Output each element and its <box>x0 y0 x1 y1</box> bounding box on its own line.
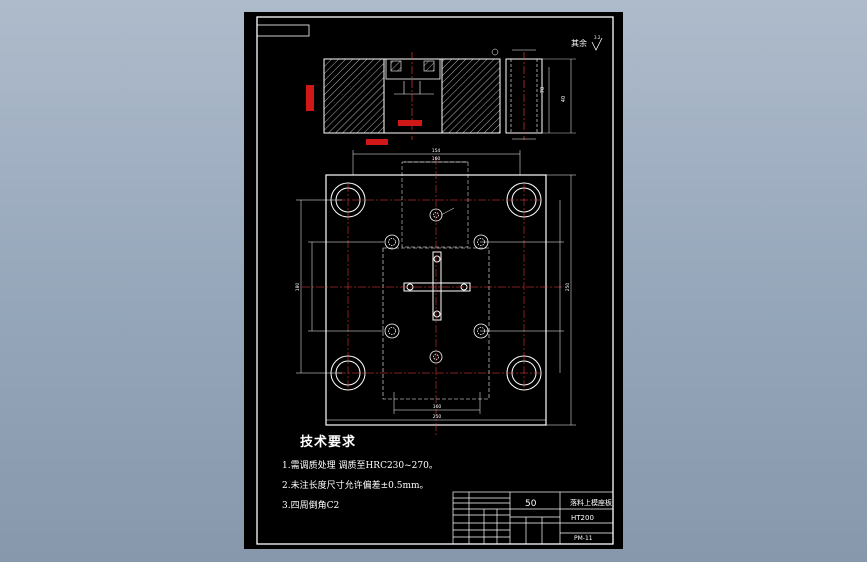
dim-plan-left: 180 <box>295 283 301 292</box>
section-height-dim: 40 <box>561 96 567 102</box>
title-block <box>452 491 614 545</box>
section-view <box>323 48 576 140</box>
dim-plan-top: 154 <box>432 148 441 154</box>
roughness-symbol-icon <box>591 37 603 51</box>
title-block-material: HT200 <box>571 514 594 522</box>
title-block-code: PM-11 <box>574 535 593 542</box>
section-height-dim-2: 70 <box>540 87 546 93</box>
dim-plan-right: 250 <box>565 283 571 292</box>
tech-requirement-1: 1.需调质处理 调质至HRC230~270。 <box>282 461 438 471</box>
title-block-name: 落料上模座板 <box>570 499 612 507</box>
dim-plan-bottom-inner: 160 <box>433 404 442 410</box>
plan-view <box>296 150 576 437</box>
tech-requirements-title: 技术要求 <box>300 435 357 450</box>
cad-drawing: 40 70 其余 3.2 <box>256 16 614 545</box>
roughness-value: 3.2 <box>594 35 601 40</box>
red-tag-1 <box>306 85 314 111</box>
roughness-label: 其余 <box>571 38 587 48</box>
top-left-box <box>256 24 310 37</box>
dim-plan-inner-top: 160 <box>432 156 441 162</box>
red-tag-2 <box>398 120 422 126</box>
drawing-sheet: 40 70 其余 3.2 <box>244 12 623 549</box>
sheet-border <box>256 16 614 545</box>
red-tag-3 <box>366 139 388 145</box>
title-block-scale: 50 <box>525 499 537 509</box>
tech-requirement-2: 2.未注长度尺寸允许偏差±0.5mm。 <box>282 481 429 491</box>
dim-plan-bottom-outer: 250 <box>433 414 442 420</box>
tech-requirement-3: 3.四周倒角C2 <box>282 501 340 511</box>
